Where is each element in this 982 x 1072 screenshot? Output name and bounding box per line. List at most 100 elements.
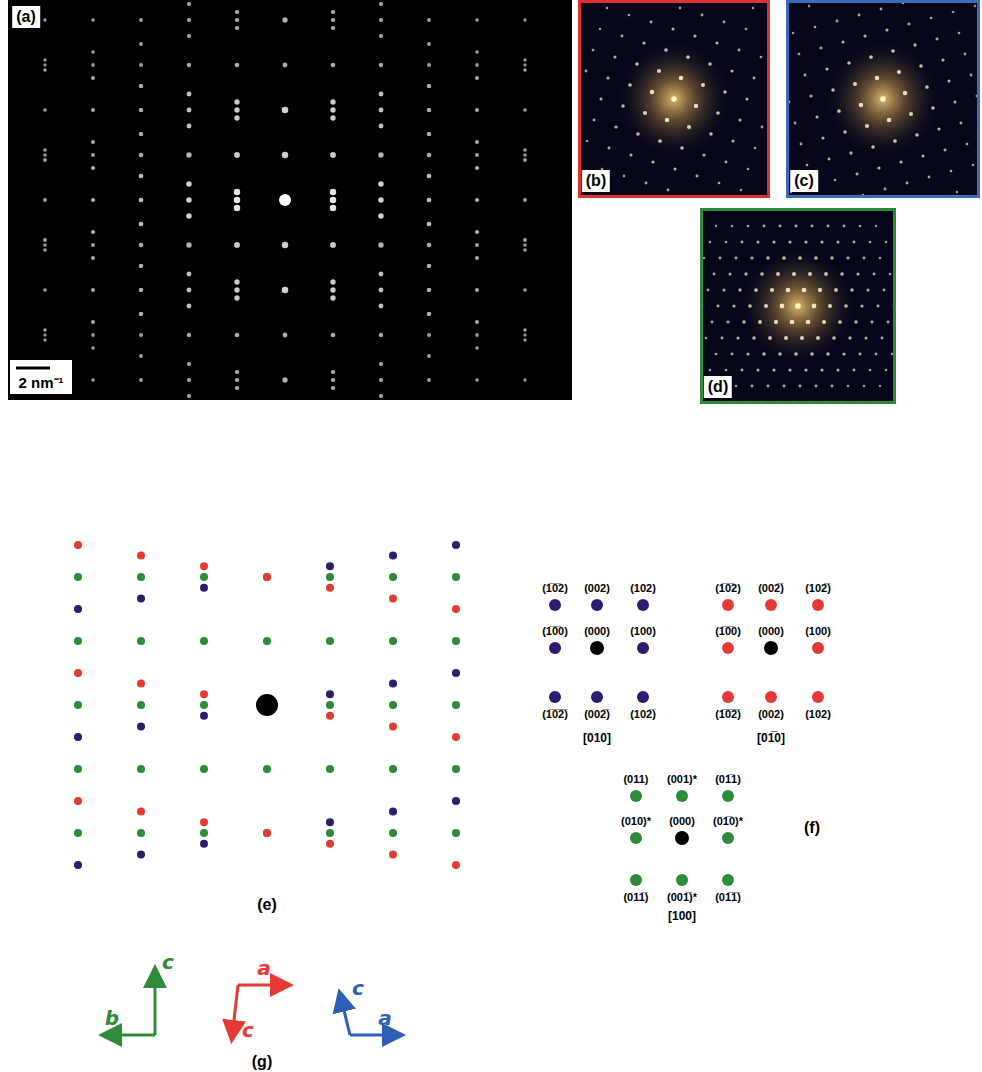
spot bbox=[263, 829, 271, 837]
spot bbox=[842, 352, 845, 355]
spot bbox=[869, 241, 872, 244]
spot bbox=[814, 26, 817, 29]
spot bbox=[331, 10, 335, 14]
spot bbox=[452, 765, 460, 773]
spot bbox=[330, 279, 335, 284]
axis-arrow bbox=[232, 985, 238, 1038]
spot bbox=[748, 304, 752, 308]
spot bbox=[379, 394, 383, 398]
index-label: (01̅0)* bbox=[713, 816, 743, 827]
spot bbox=[958, 32, 961, 35]
index-label: [100] bbox=[668, 910, 696, 922]
index-label: (001)* bbox=[667, 774, 697, 785]
spot bbox=[235, 333, 240, 338]
spot bbox=[91, 18, 95, 22]
scale-box bbox=[10, 360, 72, 394]
index-label: (102̅) bbox=[805, 583, 831, 594]
spot bbox=[964, 53, 967, 56]
spot bbox=[200, 712, 208, 720]
spot bbox=[331, 378, 335, 382]
spot bbox=[427, 333, 431, 337]
spot bbox=[187, 304, 192, 309]
spot bbox=[186, 152, 191, 157]
spot bbox=[679, 76, 683, 80]
axis-label: a bbox=[378, 1008, 392, 1028]
spot bbox=[621, 104, 625, 108]
spot bbox=[234, 205, 240, 211]
spot bbox=[43, 18, 46, 21]
spot bbox=[523, 288, 527, 292]
spot bbox=[91, 243, 95, 247]
spot bbox=[593, 119, 596, 122]
spot bbox=[671, 96, 677, 102]
spot bbox=[806, 320, 811, 325]
spot bbox=[970, 74, 973, 77]
spot bbox=[798, 256, 802, 260]
spot bbox=[812, 599, 824, 611]
spot bbox=[139, 354, 143, 358]
axis-arrow bbox=[238, 984, 288, 987]
spot bbox=[523, 63, 527, 67]
spot bbox=[885, 369, 888, 372]
spot bbox=[754, 147, 757, 150]
spot bbox=[475, 320, 479, 324]
spot bbox=[389, 552, 397, 560]
spot bbox=[675, 831, 689, 845]
spot bbox=[389, 701, 397, 709]
panel-frame bbox=[702, 210, 895, 403]
spot bbox=[91, 108, 95, 112]
spot bbox=[735, 257, 738, 260]
spot bbox=[820, 368, 823, 371]
spot bbox=[91, 378, 95, 382]
spot bbox=[705, 337, 708, 340]
spot bbox=[139, 378, 143, 382]
index-label: (g) bbox=[252, 1054, 272, 1070]
spot bbox=[764, 304, 768, 308]
spot bbox=[378, 181, 383, 186]
spot bbox=[43, 338, 46, 341]
spot bbox=[859, 353, 862, 356]
spot bbox=[850, 288, 853, 291]
spot bbox=[74, 605, 82, 613]
spot bbox=[966, 143, 969, 146]
spot bbox=[808, 5, 810, 7]
spot bbox=[389, 850, 397, 858]
spot bbox=[452, 701, 460, 709]
spot bbox=[722, 642, 734, 654]
spot bbox=[864, 336, 867, 339]
fft-glow bbox=[739, 247, 857, 365]
panel-letter: (c) bbox=[790, 170, 818, 192]
spot bbox=[43, 198, 47, 202]
spot bbox=[523, 153, 527, 157]
spot bbox=[664, 48, 668, 52]
spot bbox=[713, 273, 716, 276]
spot bbox=[877, 166, 880, 169]
spot bbox=[756, 240, 759, 243]
spot bbox=[139, 153, 144, 158]
spot bbox=[186, 213, 191, 218]
spot bbox=[671, 27, 674, 30]
spot bbox=[725, 369, 728, 372]
spot bbox=[379, 63, 383, 67]
spot bbox=[475, 378, 479, 382]
spot bbox=[657, 69, 661, 73]
spot bbox=[913, 43, 916, 46]
spot bbox=[936, 38, 939, 41]
spot bbox=[711, 321, 714, 324]
spot bbox=[331, 333, 336, 338]
spot bbox=[765, 691, 777, 703]
spot bbox=[330, 115, 335, 120]
spot bbox=[820, 47, 823, 50]
panel-letter: (b) bbox=[582, 170, 610, 192]
index-label: 2 nm⁻¹ bbox=[18, 375, 63, 390]
spot bbox=[475, 50, 479, 54]
spot bbox=[187, 2, 191, 6]
spot bbox=[43, 243, 47, 247]
spot bbox=[875, 353, 878, 356]
spot bbox=[43, 328, 47, 332]
spot bbox=[235, 26, 239, 30]
spot bbox=[187, 288, 192, 293]
spot bbox=[825, 67, 828, 70]
spot bbox=[750, 256, 753, 259]
spot bbox=[715, 225, 718, 228]
